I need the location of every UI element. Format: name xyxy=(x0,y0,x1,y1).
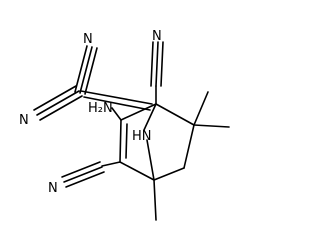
lower-nitrile xyxy=(61,161,121,188)
nitrile-bond-lower-b xyxy=(63,166,103,183)
methyl-gem-right xyxy=(193,124,230,128)
nitrile-bond-lower-c xyxy=(65,171,105,188)
nitrile-bond-upper-c xyxy=(84,47,98,95)
methyl-lower-bridgehead xyxy=(153,179,157,221)
atom-label-amino: H₂N xyxy=(88,101,113,116)
methyl-groups xyxy=(153,91,230,221)
molecule-structure: N N N N H₂N HN xyxy=(19,29,230,221)
atom-label-n-lower-left: N xyxy=(48,181,58,196)
nitrile-bond-top-b xyxy=(155,41,159,87)
nitrile-bond-top-a xyxy=(150,41,154,87)
bond-c3-to-c2-single xyxy=(119,119,122,163)
nitrile-bond-lower-a xyxy=(61,161,101,178)
exocyclic-double-bond-a xyxy=(80,90,153,105)
atom-label-n-left: N xyxy=(19,113,29,128)
bicyclic-core xyxy=(111,103,195,181)
bond-c2-to-nh2 xyxy=(111,107,122,121)
methyl-gem-upper xyxy=(193,91,209,126)
nitrile-bond-left-c xyxy=(39,95,83,121)
nitrile-bond-top-c xyxy=(160,41,164,87)
atom-label-imine-hn: HN xyxy=(132,129,152,144)
dicyanomethylene-group xyxy=(33,45,153,121)
nitrile-bond-left-a xyxy=(33,85,77,111)
bond-lower-bridgehead-to-c3 xyxy=(119,161,155,181)
bond-bridgehead-to-c-nh xyxy=(143,103,157,131)
bond-c2-to-bridgehead xyxy=(120,103,157,121)
bond-ch2-to-lower-bridgehead xyxy=(153,167,185,181)
bond-c-nh-to-lower-bridgehead xyxy=(146,139,155,181)
bridgehead-nitrile xyxy=(150,41,164,105)
nitrile-bond-upper-b xyxy=(79,46,93,94)
exocyclic-double-bond-b xyxy=(83,96,151,111)
bond-c3-to-c2-double xyxy=(125,123,128,159)
atom-label-n-top-right: N xyxy=(152,29,162,44)
bond-gem-dimethyl-to-ch2 xyxy=(183,124,195,169)
atom-label-n-top-left: N xyxy=(83,32,93,47)
bond-bridgehead-to-gem-dimethyl xyxy=(155,103,195,126)
nitrile-bond-left-b xyxy=(36,90,80,116)
nitrile-bond-upper-a xyxy=(74,45,88,93)
bond-c3-to-nitrile xyxy=(101,161,121,167)
